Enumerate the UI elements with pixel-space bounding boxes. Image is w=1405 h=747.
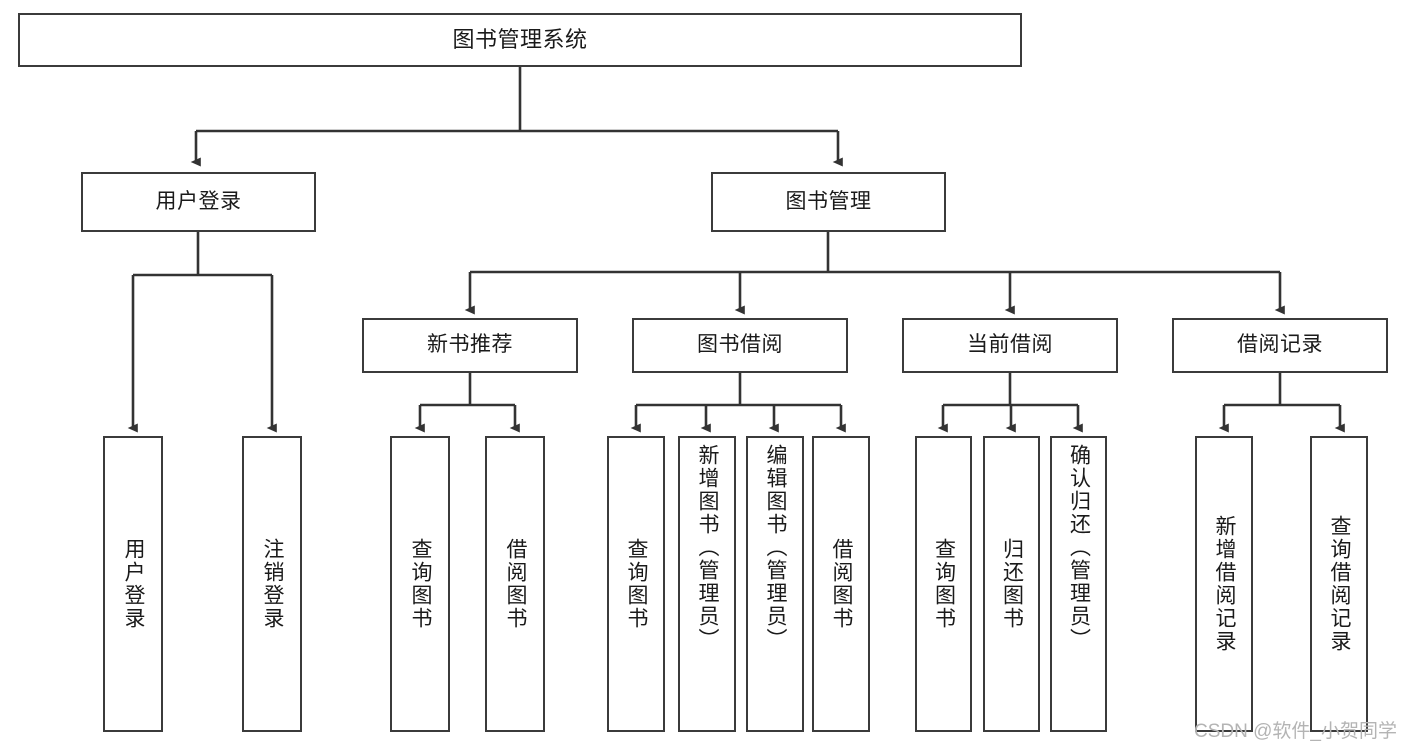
watermark-text: CSDN @软件_小贺同学 bbox=[1194, 721, 1397, 742]
node-leaf-borrow-book-label: 借阅图书 bbox=[829, 538, 853, 630]
node-leaf-add-book[interactable]: 新增图书（管理员） bbox=[678, 436, 736, 732]
node-leaf-edit-book[interactable]: 编辑图书（管理员） bbox=[746, 436, 804, 732]
node-borrow-record-label: 借阅记录 bbox=[1237, 333, 1323, 357]
node-leaf-query-borrow-record-label: 查询借阅记录 bbox=[1327, 515, 1351, 653]
node-leaf-confirm-return[interactable]: 确认归还（管理员） bbox=[1050, 436, 1107, 732]
node-book-management[interactable]: 图书管理 bbox=[711, 172, 946, 232]
node-root-label: 图书管理系统 bbox=[452, 27, 588, 53]
node-leaf-user-login-label: 用户登录 bbox=[121, 538, 145, 630]
node-current-borrow[interactable]: 当前借阅 bbox=[902, 318, 1118, 373]
node-leaf-logout-label: 注销登录 bbox=[260, 538, 284, 630]
node-leaf-add-borrow-record[interactable]: 新增借阅记录 bbox=[1195, 436, 1253, 732]
node-leaf-confirm-return-label: 确认归还（管理员） bbox=[1067, 444, 1091, 651]
node-user-login[interactable]: 用户登录 bbox=[81, 172, 316, 232]
node-leaf-add-book-label: 新增图书（管理员） bbox=[695, 444, 719, 651]
node-leaf-query-book-borrow-label: 查询图书 bbox=[624, 538, 648, 630]
node-leaf-query-book-current[interactable]: 查询图书 bbox=[915, 436, 972, 732]
node-leaf-borrow-book-newbook-label: 借阅图书 bbox=[503, 538, 527, 630]
node-leaf-query-borrow-record[interactable]: 查询借阅记录 bbox=[1310, 436, 1368, 732]
node-borrow-record[interactable]: 借阅记录 bbox=[1172, 318, 1388, 373]
node-leaf-return-book-label: 归还图书 bbox=[1000, 538, 1024, 630]
node-book-borrow-label: 图书借阅 bbox=[697, 333, 783, 357]
node-leaf-return-book[interactable]: 归还图书 bbox=[983, 436, 1040, 732]
node-leaf-query-book-current-label: 查询图书 bbox=[932, 538, 956, 630]
node-leaf-borrow-book-newbook[interactable]: 借阅图书 bbox=[485, 436, 545, 732]
node-leaf-add-borrow-record-label: 新增借阅记录 bbox=[1212, 515, 1236, 653]
node-leaf-borrow-book[interactable]: 借阅图书 bbox=[812, 436, 870, 732]
node-book-borrow[interactable]: 图书借阅 bbox=[632, 318, 848, 373]
node-user-login-label: 用户登录 bbox=[155, 189, 242, 213]
node-new-book-recommend-label: 新书推荐 bbox=[427, 333, 513, 357]
node-root[interactable]: 图书管理系统 bbox=[18, 13, 1022, 67]
node-leaf-edit-book-label: 编辑图书（管理员） bbox=[763, 444, 787, 651]
node-book-management-label: 图书管理 bbox=[785, 189, 872, 213]
node-leaf-query-book-newbook[interactable]: 查询图书 bbox=[390, 436, 450, 732]
node-current-borrow-label: 当前借阅 bbox=[967, 333, 1053, 357]
node-leaf-logout[interactable]: 注销登录 bbox=[242, 436, 302, 732]
node-leaf-user-login[interactable]: 用户登录 bbox=[103, 436, 163, 732]
node-leaf-query-book-borrow[interactable]: 查询图书 bbox=[607, 436, 665, 732]
node-leaf-query-book-newbook-label: 查询图书 bbox=[408, 538, 432, 630]
node-new-book-recommend[interactable]: 新书推荐 bbox=[362, 318, 578, 373]
